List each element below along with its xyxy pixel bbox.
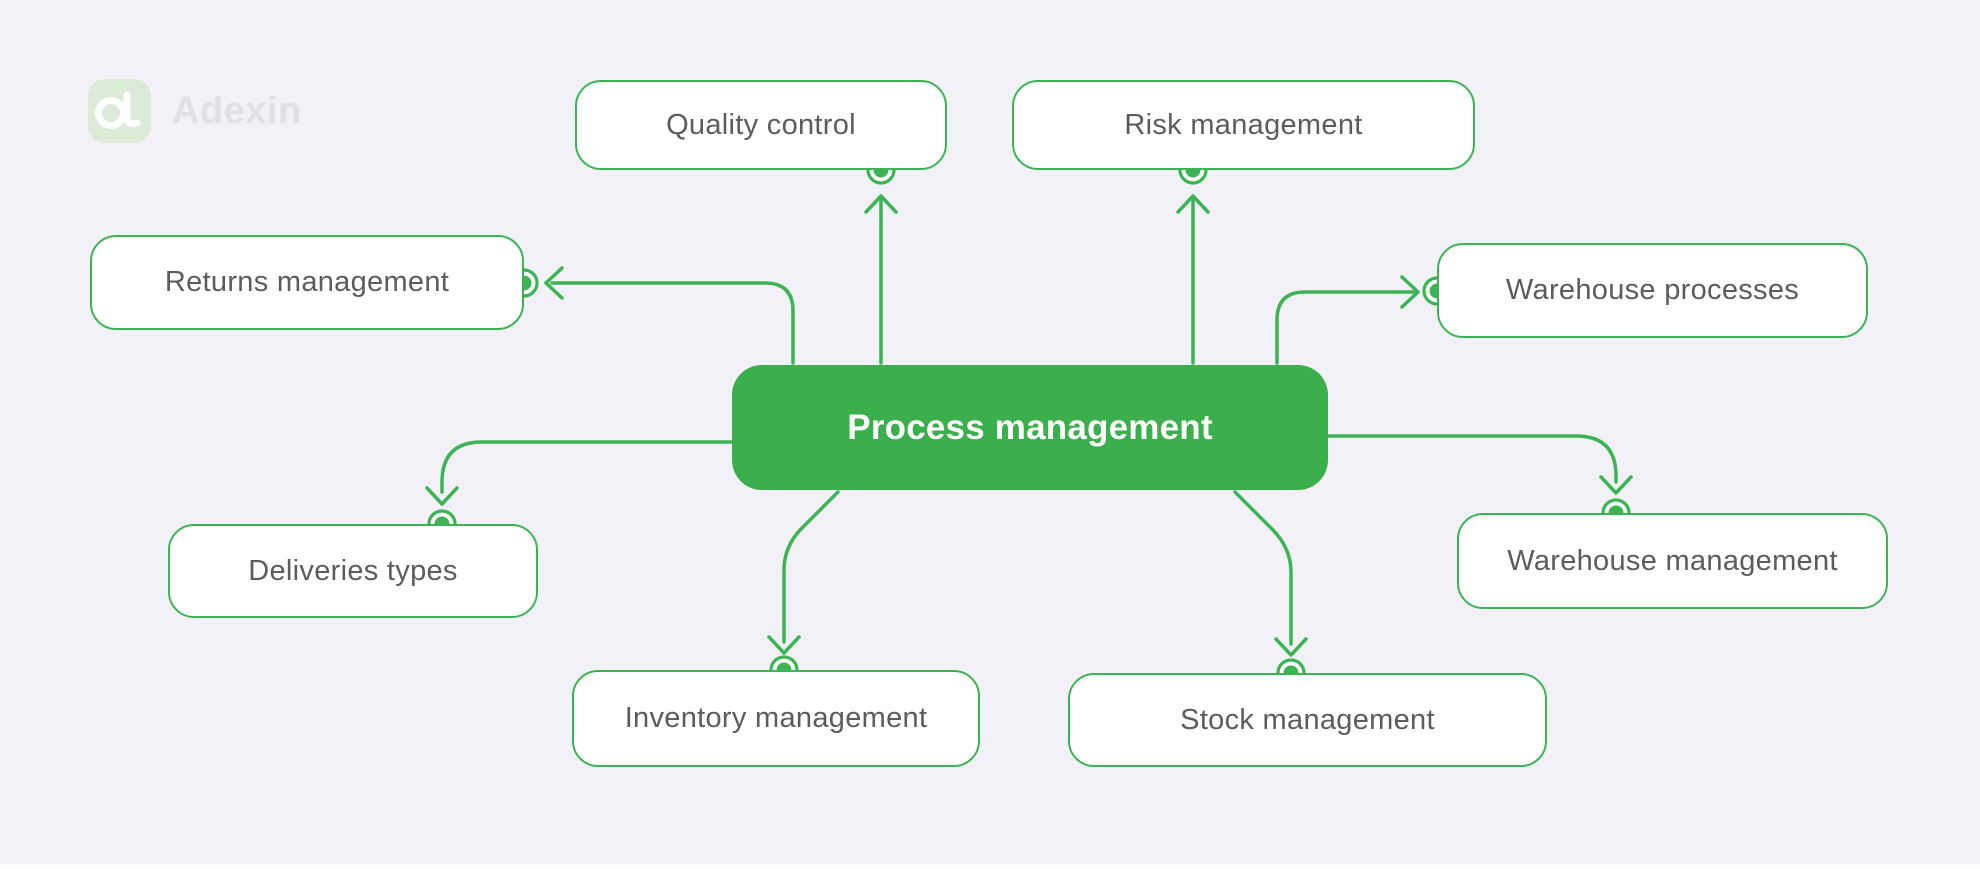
node-returns-management: Returns management	[90, 235, 524, 330]
node-quality-control: Quality control	[575, 80, 947, 170]
connector-warehouse-management	[1326, 434, 1618, 484]
node-label: Returns management	[164, 266, 450, 298]
node-label: Deliveries types	[248, 554, 458, 587]
node-process-management: Process management	[732, 365, 1328, 490]
node-label: Warehouse processes	[1505, 274, 1800, 306]
connector-warehouse-processes	[1275, 290, 1416, 365]
arrowhead-up-icon-risk-management	[1176, 194, 1210, 214]
arrowhead-right-icon-warehouse-processes	[1400, 275, 1420, 309]
node-stock-management: Stock management	[1068, 673, 1547, 767]
arrowhead-down-icon-deliveries-types	[425, 486, 459, 506]
node-warehouse-management: Warehouse management	[1457, 513, 1888, 609]
node-inventory-management: Inventory management	[572, 670, 980, 767]
node-deliveries-types: Deliveries types	[168, 524, 538, 618]
bottom-edge-strip	[0, 864, 1980, 869]
node-label: Warehouse management	[1507, 544, 1838, 577]
adexin-logo-icon	[88, 79, 151, 143]
brand-watermark: Adexin	[88, 79, 302, 143]
connector-returns-management	[550, 281, 795, 365]
adexin-logo-glyph-icon	[95, 91, 141, 129]
arrowhead-down-icon-stock-management	[1274, 637, 1308, 657]
arrowhead-down-icon-inventory-management	[767, 635, 801, 655]
connector-inventory-management	[782, 490, 840, 644]
arrowhead-left-icon-returns-management	[544, 266, 564, 300]
node-label: Inventory management	[624, 702, 928, 734]
node-warehouse-processes: Warehouse processes	[1437, 243, 1868, 338]
node-risk-management: Risk management	[1012, 80, 1475, 170]
node-label: Process management	[847, 407, 1213, 447]
node-label: Stock management	[1180, 703, 1435, 736]
node-label: Risk management	[1124, 108, 1363, 141]
connector-deliveries-types	[440, 440, 734, 494]
node-label: Quality control	[666, 108, 856, 141]
brand-name: Adexin	[172, 89, 302, 132]
arrowhead-up-icon-quality-control	[864, 194, 898, 214]
connector-stock-management	[1233, 490, 1293, 646]
arrowhead-down-icon-warehouse-management	[1599, 475, 1633, 495]
